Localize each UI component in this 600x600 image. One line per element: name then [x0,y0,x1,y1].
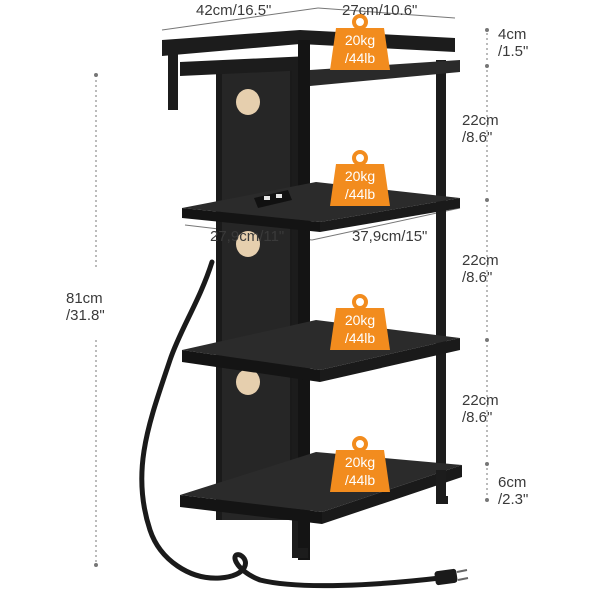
bottom-gap-in: /2.3" [498,491,529,508]
gap2-cm: 22cm [462,252,499,269]
weight-icon [330,436,390,492]
weight-kg: 20kg [344,32,376,48]
weight-badge-shelf-1: 20kg /44lb [328,150,392,208]
weight-badge-shelf-3: 20kg /44lb [328,436,392,494]
weight-icon [330,150,390,206]
width-label: 42cm/16.5" [196,2,272,19]
weight-lb: /44lb [344,472,376,488]
height-cm: 81cm [66,290,103,307]
weight-kg: 20kg [344,454,376,470]
weight-badge-top: 20kg /44lb [328,14,392,72]
gap3-label: 22cm /8.6" [462,392,499,426]
weight-kg: 20kg [344,168,376,184]
weight-lb: /44lb [344,330,376,346]
shelf-3 [180,452,462,524]
weight-lb: /44lb [344,186,376,202]
gap1-label: 22cm /8.6" [462,112,499,146]
power-strip-icon [254,190,292,208]
feet [292,496,448,558]
top-gap-cm: 4cm [498,26,527,43]
height-label: 81cm /31.8" [66,290,105,324]
top-gap-in: /1.5" [498,43,529,60]
height-in: /31.8" [66,307,105,324]
weight-badge-shelf-2: 20kg /44lb [328,294,392,352]
shelf-1 [182,182,460,232]
power-cable [139,259,443,589]
shelf-width-label: 27,9cm/11" [210,228,285,245]
shelf-length-label: 37,9cm/15" [352,228,428,245]
weight-kg: 20kg [344,312,376,328]
bottom-gap-label: 6cm /2.3" [498,474,528,508]
weight-icon [330,14,390,70]
gap3-in: /8.6" [462,409,493,426]
shelf-2 [182,320,460,382]
gap1-cm: 22cm [462,112,499,129]
back-panel [216,70,296,520]
gap1-in: /8.6" [462,129,493,146]
power-plug-icon [434,568,469,586]
weight-icon [330,294,390,350]
weight-lb: /44lb [344,50,376,66]
gap3-cm: 22cm [462,392,499,409]
bottom-gap-cm: 6cm [498,474,527,491]
gap2-label: 22cm /8.6" [462,252,499,286]
gap2-in: /8.6" [462,269,493,286]
top-gap-label: 4cm /1.5" [498,26,528,60]
